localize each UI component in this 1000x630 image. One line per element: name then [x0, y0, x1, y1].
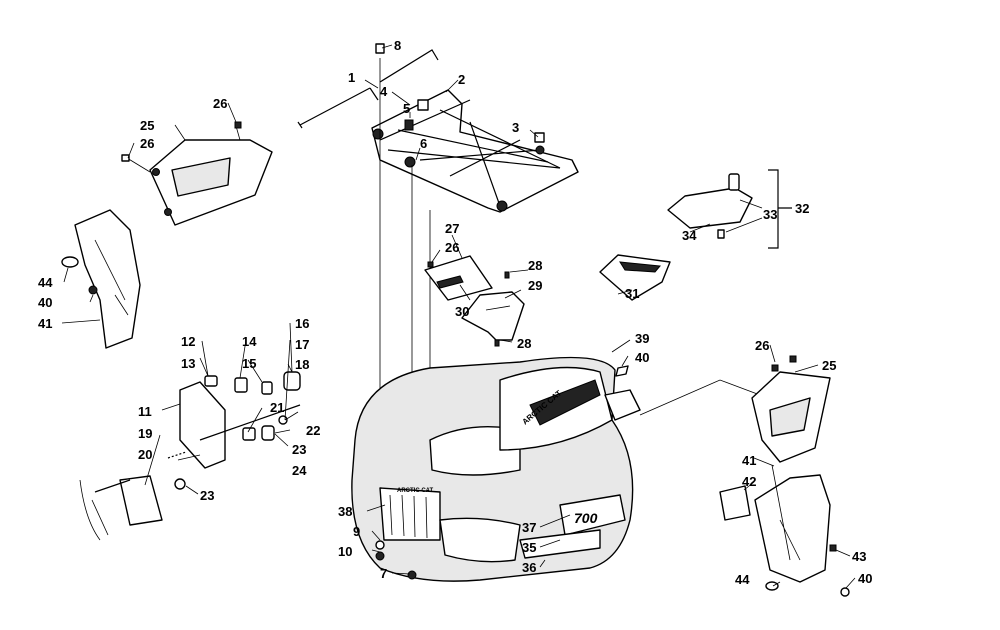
callout-34: 34: [682, 228, 697, 243]
callout-44-left: 44: [38, 275, 53, 290]
callout-5: 5: [403, 101, 410, 116]
callout-26-right: 26: [755, 338, 769, 353]
callout-9: 9: [353, 524, 360, 539]
callout-43: 43: [852, 549, 866, 564]
callout-25-left: 25: [140, 118, 154, 133]
callout-35: 35: [522, 540, 536, 555]
model-number-decal: 700: [574, 510, 598, 526]
callout-30: 30: [455, 304, 469, 319]
callout-15: 15: [242, 356, 256, 371]
callout-16: 16: [295, 316, 309, 331]
storage-lid-kit: [667, 169, 792, 249]
center-bracket: [461, 271, 525, 347]
callout-3: 3: [512, 120, 519, 135]
callout-2: 2: [458, 72, 465, 87]
left-mud-flap: [61, 209, 141, 349]
callout-14: 14: [242, 334, 257, 349]
callout-26-left: 26: [140, 136, 154, 151]
callout-28-bottom: 28: [517, 336, 531, 351]
right-side-panel: [751, 355, 831, 463]
callout-28-top: 28: [528, 258, 542, 273]
right-mud-flap: [719, 464, 850, 597]
callout-32: 32: [795, 201, 809, 216]
callout-24: 24: [292, 463, 307, 478]
callout-4: 4: [380, 84, 388, 99]
callout-labels: 8 1 2 4 5 3 6 26 25 26 27 26 28 29 30 28…: [38, 38, 872, 587]
callout-17: 17: [295, 337, 309, 352]
callout-18: 18: [295, 357, 309, 372]
callout-1: 1: [348, 70, 355, 85]
callout-20: 20: [138, 447, 152, 462]
callout-41-right: 41: [742, 453, 756, 468]
callout-27: 27: [445, 221, 459, 236]
callout-37: 37: [522, 520, 536, 535]
front-hood: ARCTIC CAT ARCTIC CAT 700: [351, 356, 761, 582]
callout-23-right: 23: [292, 442, 306, 457]
left-side-panel: [121, 121, 273, 226]
center-panel: [424, 255, 493, 301]
small-hardware: [375, 365, 629, 580]
callout-44-right: 44: [735, 572, 750, 587]
callout-42: 42: [742, 474, 756, 489]
callout-33: 33: [763, 207, 777, 222]
callout-41-left: 41: [38, 316, 52, 331]
callout-7: 7: [380, 566, 387, 581]
callout-21: 21: [270, 400, 284, 415]
headlight-assembly: [79, 371, 301, 541]
grille-plate-decal: ARCTIC CAT: [397, 488, 434, 494]
callout-38: 38: [338, 504, 352, 519]
callout-40-hood: 40: [635, 350, 649, 365]
callout-19: 19: [138, 426, 152, 441]
callout-39: 39: [635, 331, 649, 346]
callout-26-center: 26: [445, 240, 459, 255]
callout-10: 10: [338, 544, 352, 559]
storage-lid: [599, 254, 671, 301]
callout-13: 13: [181, 356, 195, 371]
callout-8: 8: [394, 38, 401, 53]
callout-22: 22: [306, 423, 320, 438]
callout-26-top: 26: [213, 96, 227, 111]
callout-36: 36: [522, 560, 536, 575]
callout-12: 12: [181, 334, 195, 349]
leader-lines: [61, 44, 856, 589]
callout-31: 31: [625, 286, 639, 301]
callout-6: 6: [420, 136, 427, 151]
callout-23-lower: 23: [200, 488, 214, 503]
callout-11: 11: [138, 404, 152, 419]
callout-40-left: 40: [38, 295, 52, 310]
front-rack: [297, 43, 579, 213]
callout-29: 29: [528, 278, 542, 293]
callout-40-right: 40: [858, 571, 872, 586]
callout-25-right: 25: [822, 358, 836, 373]
